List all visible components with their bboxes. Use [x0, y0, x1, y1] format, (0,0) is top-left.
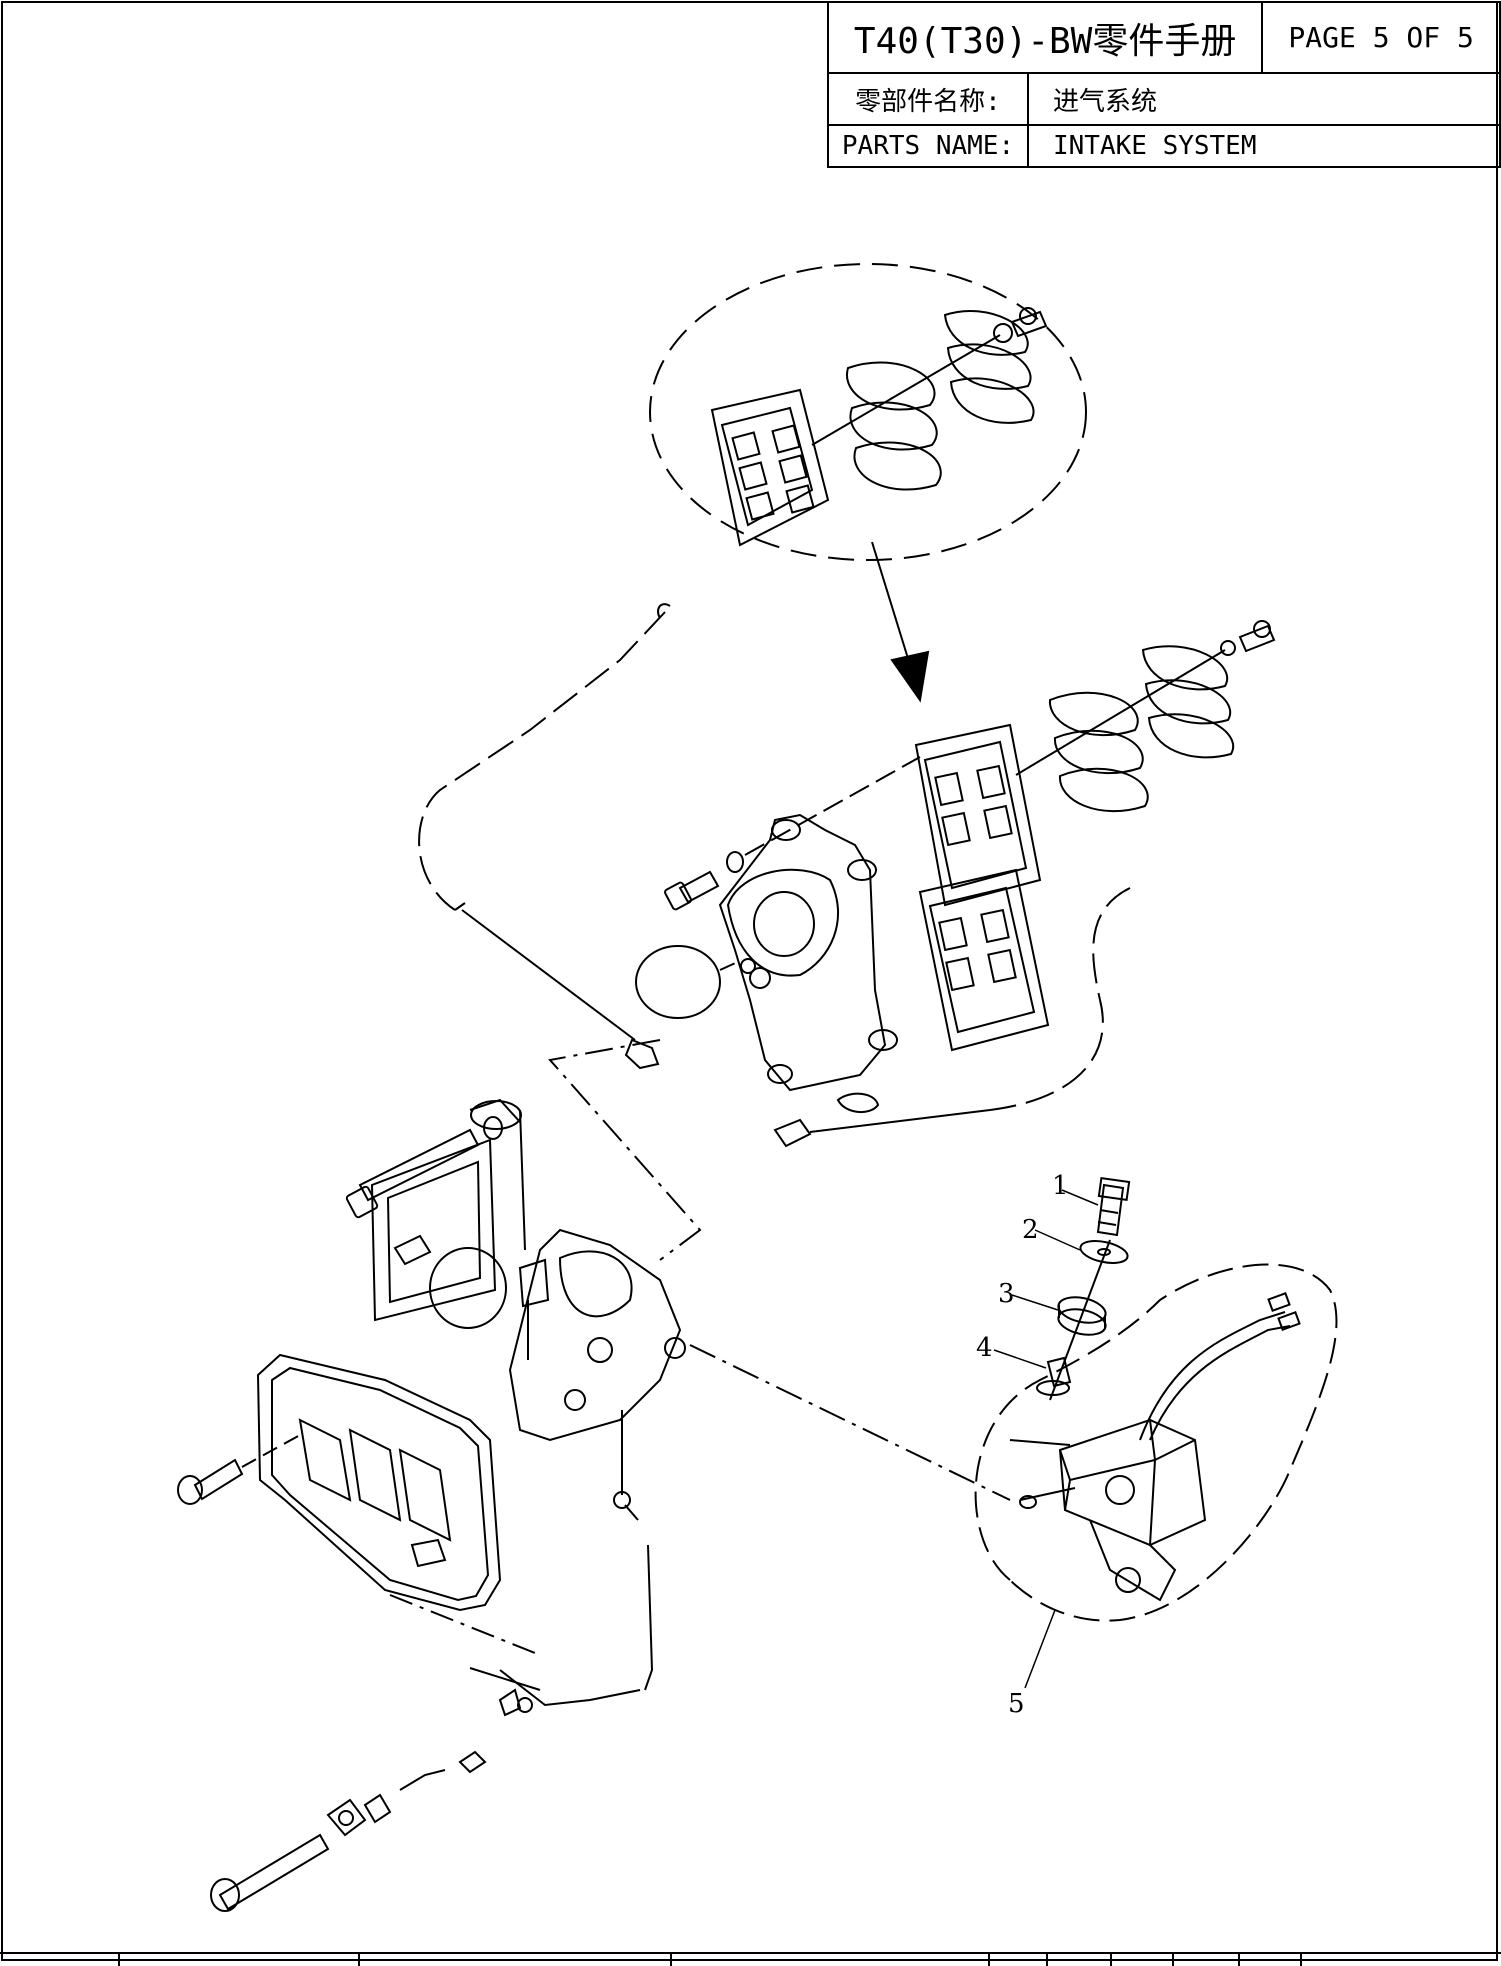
carburetor: [345, 1098, 686, 1713]
detail-arrow: [871, 541, 930, 703]
detail-screw: [1010, 310, 1048, 338]
fuel-hose: [418, 603, 671, 1070]
detail-stopper: [943, 310, 1029, 356]
manual-title: T40(T30)-BW零件手册: [826, 0, 1264, 75]
detail-reed-petal: [845, 361, 936, 411]
intake-manifold: [635, 756, 921, 1113]
detail-washer: [993, 323, 1013, 343]
choke-knob-rod: [218, 1833, 330, 1911]
reed-stopper: [1141, 645, 1229, 691]
carburetor-flange: [370, 1138, 497, 1322]
carburetor-washer: [483, 1116, 503, 1140]
leader-line-2: [1034, 1229, 1081, 1251]
sensor-wire: [1139, 1311, 1286, 1441]
callout-1: 1: [1052, 1171, 1069, 1201]
callout-4: 4: [976, 1333, 993, 1363]
leader-line-5: [1024, 1609, 1056, 1689]
sensor-connector: [1267, 1292, 1291, 1312]
page-number: PAGE 5 OF 5: [1261, 0, 1501, 75]
parts-name-cn-label: 零部件名称:: [827, 72, 1029, 126]
manifold-bolt: [678, 870, 720, 904]
carburetor-long-bolt: [358, 1128, 480, 1202]
carburetor-gasket: [429, 1247, 507, 1329]
reed-plate-upper: [914, 723, 1042, 907]
sensor-detail-bubble: [974, 1263, 1338, 1622]
choke-knob: [210, 1688, 522, 1912]
choke-rod: [399, 1769, 446, 1791]
carburetor-float-bowl: [558, 1250, 633, 1318]
callout-2: 2: [1022, 1215, 1039, 1245]
reed-petal: [1048, 691, 1139, 737]
part-4-collar: [1046, 1356, 1072, 1388]
reed-screw: [1238, 624, 1276, 653]
reed-valve-detail: [649, 263, 1087, 561]
choke-bushing: [326, 1798, 367, 1837]
reed-valve-assembly: [914, 620, 1276, 1052]
part-2-washer: [1079, 1240, 1129, 1264]
silencer-body: [256, 1353, 502, 1612]
manifold-intake-port: [726, 868, 839, 977]
leader-line-4: [993, 1349, 1047, 1369]
detail-reed-plate: [710, 388, 830, 547]
parts-name-cn-value: 进气系统: [1027, 72, 1501, 126]
parts-name-en-label: PARTS NAME:: [827, 123, 1029, 169]
hose-fitting: [624, 1038, 660, 1070]
breather-fitting: [773, 1118, 812, 1148]
callout-3: 3: [998, 1279, 1015, 1309]
silencer-screw: [193, 1458, 244, 1501]
reed-washer: [1220, 640, 1236, 656]
reed-plate-lower: [918, 868, 1050, 1052]
part-1-bolt: [1096, 1183, 1125, 1237]
bottom-parts-table-edge: [0, 1952, 1501, 1966]
sensor-detail: [974, 1177, 1338, 1689]
title-block: T40(T30)-BW零件手册 PAGE 5 OF 5 零部件名称: 进气系统 …: [826, 0, 1501, 169]
carburetor-body: [508, 1228, 682, 1442]
detail-bubble-outline: [649, 263, 1087, 561]
silencer: [177, 1353, 541, 1656]
leader-line-3: [1011, 1294, 1059, 1311]
manifold-washer: [726, 851, 744, 873]
leader-line-1: [1061, 1189, 1099, 1206]
manifold-body: [718, 813, 887, 1092]
callout-5: 5: [1008, 1689, 1025, 1719]
breather-hose: [773, 887, 1131, 1148]
parts-name-en-value: INTAKE SYSTEM: [1027, 123, 1501, 169]
manifold-gasket: [635, 945, 721, 1019]
carburetor-spacer: [393, 1234, 432, 1266]
